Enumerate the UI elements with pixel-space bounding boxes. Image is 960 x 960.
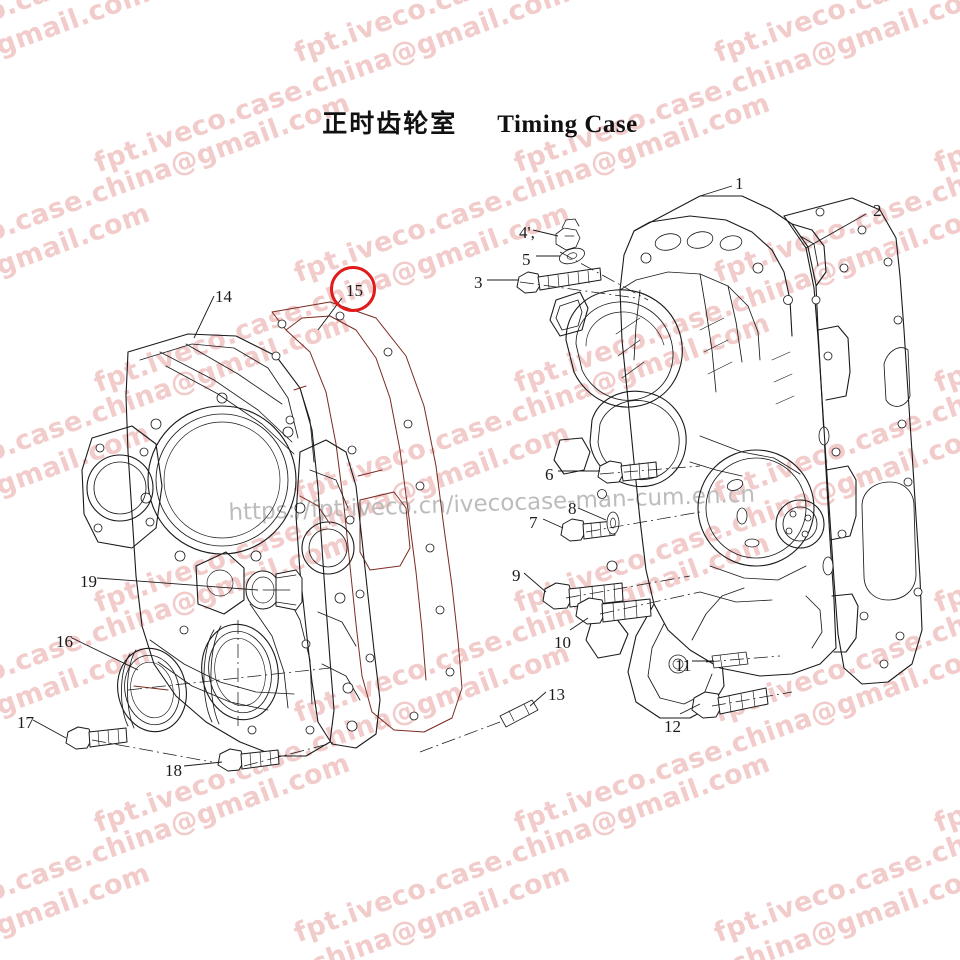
callout-number-12: 12 [664,717,681,736]
timing-case-gasket-rear-part [783,197,923,685]
title-english: Timing Case [497,111,638,138]
callout-number-7: 7 [529,513,538,532]
callout-number-8: 8 [568,499,577,518]
callout-number-5: 5 [522,250,531,269]
callout-number-6: 6 [545,465,554,484]
callout-number-17: 17 [17,713,34,732]
callout-number-4: 4', [519,223,535,242]
threaded-plug-part [245,569,303,611]
bolt-9 [542,582,624,610]
crankshaft-front-seal-part [117,647,187,733]
center-cover-body [295,439,381,749]
callout-leader-lines [32,185,867,767]
timing-case-housing-part [549,195,859,719]
timing-case-gasket-front-part [271,301,463,733]
callout-number-11: 11 [675,656,692,675]
callout-number-2: 2 [873,201,882,220]
washer-8 [606,511,620,535]
bolt-12 [691,687,769,719]
callout-number-10: 10 [554,633,571,652]
callout-number-15: 15 [346,281,363,300]
callout-number-14: 14 [215,287,232,306]
bolt-6 [597,460,658,484]
callout-number-18: 18 [165,761,182,780]
callout-number-1: 1 [735,174,744,193]
item-15-highlight-ring [330,266,376,312]
assembly-axis-lines [91,251,793,767]
title-chinese: 正时齿轮室 [322,109,458,138]
bolt-7 [560,518,616,542]
seal-seat-ring [201,623,279,725]
washer-5 [559,247,585,265]
callout-number-13: 13 [548,685,565,704]
callout-number-3: 3 [474,273,483,292]
callout-number-16: 16 [56,632,73,651]
bolt-3 [516,267,602,294]
bolt-10 [575,597,652,625]
clip-4 [555,218,581,251]
callout-number-9: 9 [512,566,521,585]
callout-number-19: 19 [80,572,97,591]
diagram-title: 正时齿轮室 Timing Case [0,104,960,140]
bolt-17 [65,726,128,750]
timing-gear-cover-part [81,333,335,757]
bolt-18 [217,748,280,772]
dowel-pin-13 [499,699,539,728]
